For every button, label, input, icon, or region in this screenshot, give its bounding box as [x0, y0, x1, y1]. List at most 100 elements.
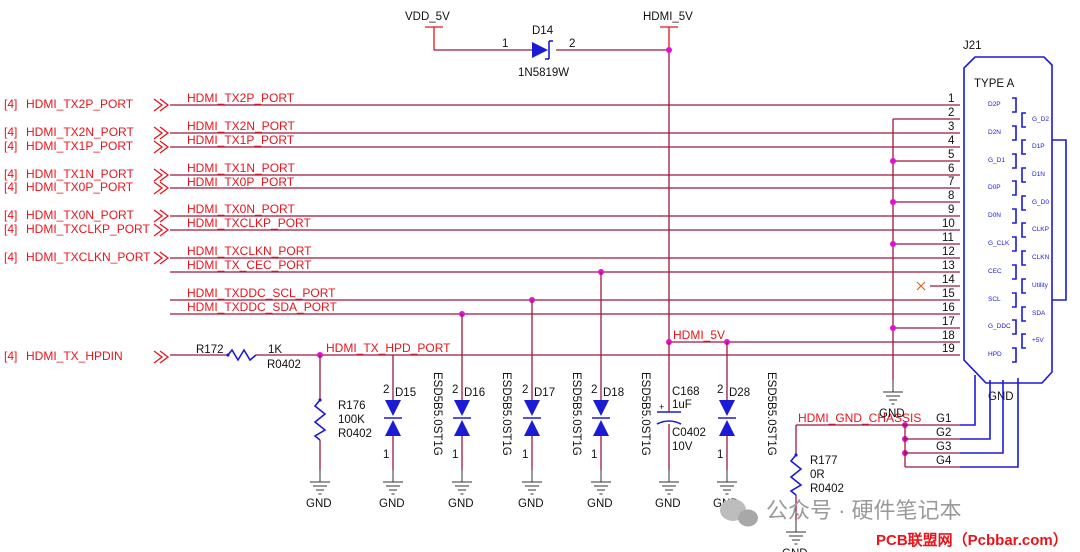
power-wire	[434, 49, 670, 342]
connector-pin-number: 11	[942, 232, 954, 244]
esd-part: ESD5B5.0ST1G	[570, 372, 582, 456]
port-ref: [4]	[4, 167, 17, 181]
connector-pin-number: 10	[942, 218, 955, 230]
r177-resistor	[789, 453, 803, 496]
gnd-label: GND	[879, 408, 905, 420]
gnd-symbol: GND	[448, 470, 474, 510]
gnd-label: GND	[518, 498, 544, 510]
gnd-label: GND	[782, 548, 808, 552]
port-ref: [4]	[4, 349, 17, 363]
esd-pin-top: 2	[452, 384, 458, 396]
esd-pin-top: 2	[591, 384, 597, 396]
connector-contact	[1012, 292, 1017, 308]
connector-right-label: G_D2	[1032, 116, 1049, 123]
connector-contact	[1012, 347, 1017, 363]
esd-ref: D17	[534, 387, 555, 399]
r176-package: R0402	[338, 428, 372, 440]
esd-diode-d15: 2 1 D15 ESD5B5.0ST1G	[383, 355, 443, 470]
esd-ref: D15	[395, 387, 416, 399]
vdd-5v-label: VDD_5V	[405, 11, 450, 23]
port-tx2p: HDMI_TX2P_PORT	[26, 97, 134, 111]
connector-left-label: CEC	[988, 268, 1002, 275]
r177-value: 0R	[810, 469, 825, 481]
connector-left-label: D2N	[988, 129, 1001, 136]
net-label: HDMI_5V	[673, 328, 725, 342]
esd-pin-top: 2	[717, 384, 723, 396]
gnd-symbol: GND	[587, 470, 613, 510]
esd-pin-bottom: 1	[383, 449, 389, 461]
net-label: HDMI_TXDDC_SDA_PORT	[187, 300, 337, 314]
gnd-symbol: GND	[655, 470, 681, 510]
r177-ref: R177	[810, 455, 838, 467]
watermark-text: 公众号 · 硬件笔记本	[766, 498, 962, 523]
r172-resistor	[226, 348, 257, 362]
esd-part: ESD5B5.0ST1G	[500, 372, 512, 456]
no-connect-mark	[916, 281, 926, 291]
connector-g1: G1	[936, 413, 951, 425]
port-ref: [4]	[4, 139, 17, 153]
connector-right-label: CLKN	[1032, 254, 1050, 261]
gnd-symbol: GND	[782, 520, 808, 552]
esd-pin-top: 2	[383, 384, 389, 396]
d14-pin1: 1	[502, 38, 508, 50]
port-tx0n: HDMI_TX0N_PORT	[26, 208, 134, 222]
connector-contact	[1021, 112, 1026, 128]
connector-contact	[1012, 264, 1017, 280]
connector-contact	[1012, 97, 1017, 113]
net-label: HDMI_TX1N_PORT	[187, 161, 295, 175]
connector-contact	[1021, 306, 1026, 322]
svg-text:+: +	[659, 402, 664, 412]
connector-gnd: GND	[988, 391, 1014, 403]
gnd-symbol: GND	[518, 470, 544, 510]
connector-pin-number: 16	[942, 302, 955, 314]
net-label: HDMI_TX2N_PORT	[187, 119, 295, 133]
net-label: HDMI_TX_HPD_PORT	[326, 341, 451, 355]
esd-pin-bottom: 1	[522, 449, 528, 461]
connector-g4: G4	[936, 455, 952, 467]
gnd-label: GND	[448, 498, 474, 510]
r172-ref: R172	[196, 344, 224, 356]
gnd-label: GND	[587, 498, 613, 510]
j21-ref: J21	[963, 40, 982, 52]
esd-pin-bottom: 1	[717, 449, 723, 461]
connector-left-label: HPD	[988, 351, 1002, 358]
connector-right-label: G_D0	[1032, 199, 1049, 206]
connector-contact	[1021, 167, 1026, 183]
net-label: HDMI_TXCLKP_PORT	[187, 216, 311, 230]
r172-package: R0402	[267, 359, 301, 371]
port-tx0p: HDMI_TX0P_PORT	[26, 180, 134, 194]
esd-ref: D18	[603, 387, 624, 399]
port-ref: [4]	[4, 222, 17, 236]
c168-voltage: 10V	[672, 441, 693, 453]
r177-package: R0402	[810, 483, 844, 495]
connector-pin-labels: D2PD2NG_D1D0PD0NG_CLKCECSCLG_DDCHPDG_D2D…	[988, 97, 1050, 363]
connector-contact	[1012, 125, 1017, 141]
esd-part: ESD5B5.0ST1G	[431, 372, 443, 456]
connector-left-label: D0P	[988, 184, 1001, 191]
connector-left-label: D0N	[988, 212, 1001, 219]
port-arrows	[153, 98, 170, 364]
hdmi-5v-symbol	[660, 26, 678, 50]
connector-pin-number: 6	[948, 163, 954, 175]
net-label: HDMI_TX0P_PORT	[187, 175, 295, 189]
connector-right-label: D1N	[1032, 171, 1045, 178]
hdmi-5v-label: HDMI_5V	[643, 11, 693, 23]
esd-pin-top: 2	[522, 384, 528, 396]
connector-right-label: +5V	[1032, 337, 1044, 344]
net-label: HDMI_TX1P_PORT	[187, 133, 295, 147]
connector-type: TYPE A	[974, 78, 1015, 90]
net-label: HDMI_TX_CEC_PORT	[187, 258, 312, 272]
net-label: HDMI_GND_CHASSIS	[798, 411, 921, 425]
connector-contact	[1021, 139, 1026, 155]
gnd-label: GND	[379, 498, 405, 510]
net-labels: HDMI_TX2P_PORT HDMI_TX2N_PORT HDMI_TX1P_…	[187, 91, 921, 425]
port-tx-hpdin: HDMI_TX_HPDIN	[26, 349, 123, 363]
connector-contact	[1021, 333, 1026, 349]
connector-pin-number: 9	[948, 204, 954, 216]
r176-resistor	[313, 398, 327, 441]
g-pin-stubs	[960, 375, 1019, 468]
